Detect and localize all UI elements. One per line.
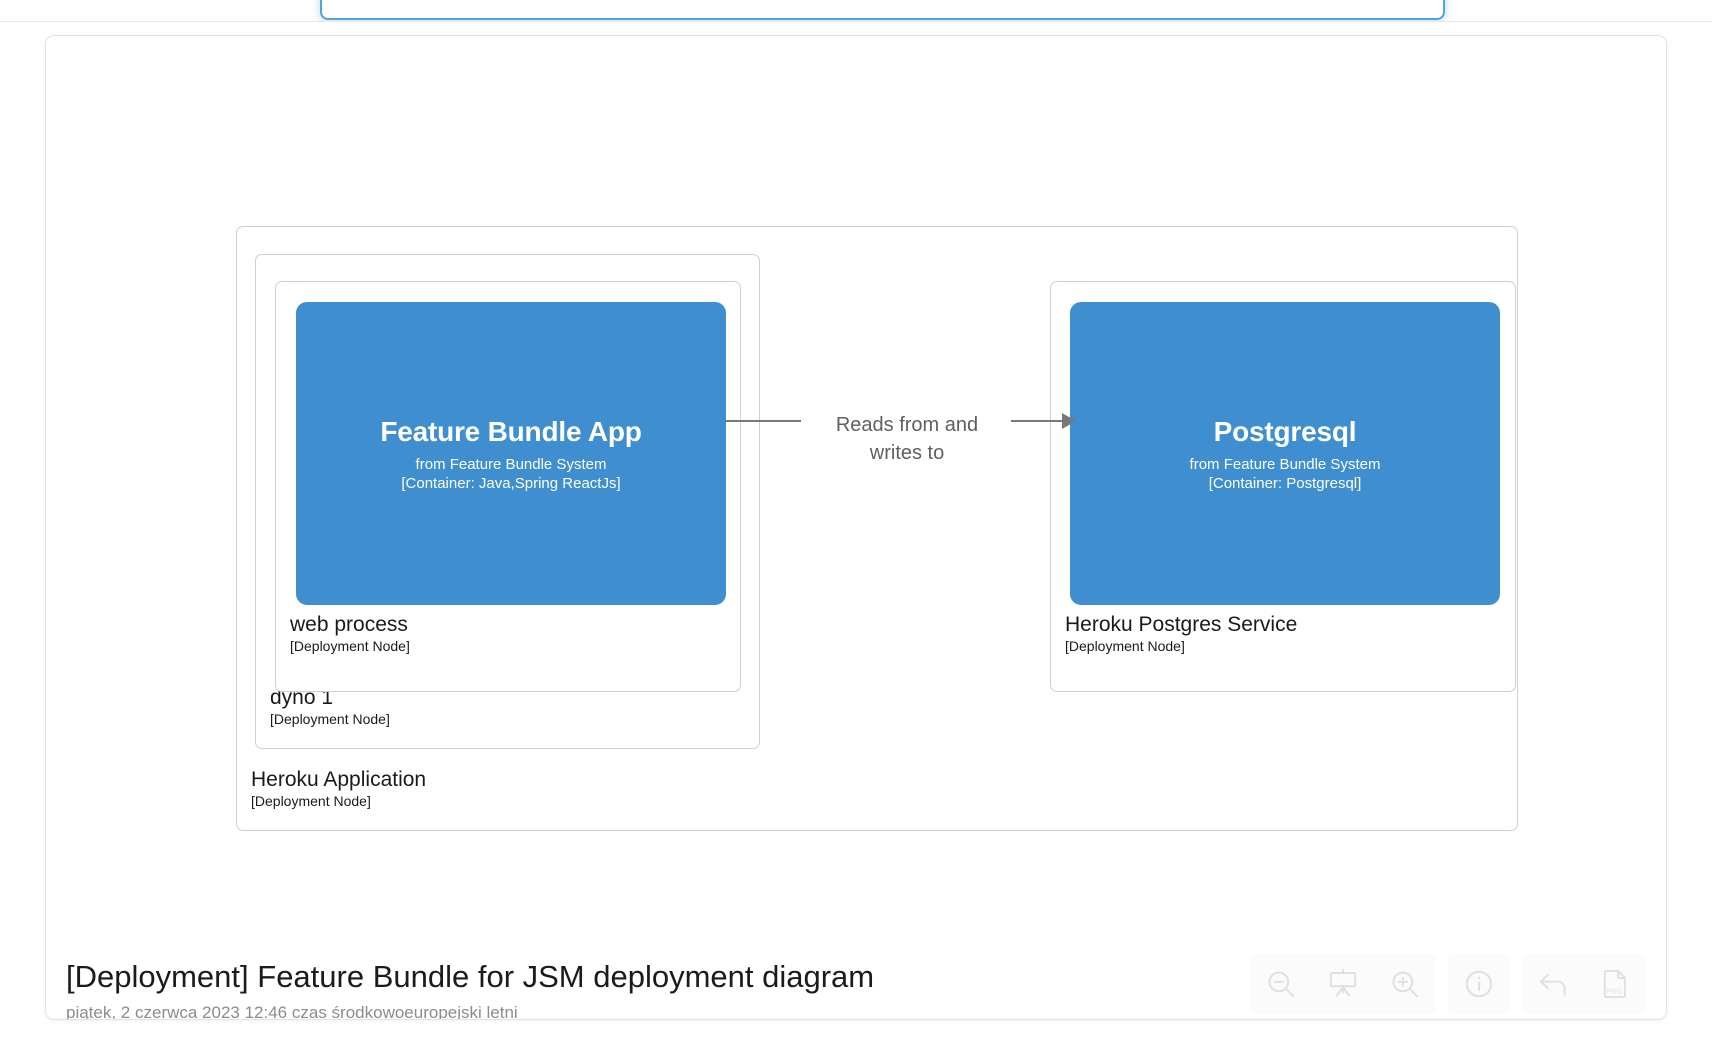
node-type: [Deployment Node]: [1065, 638, 1185, 654]
back-button[interactable]: [1522, 954, 1584, 1014]
png-export-icon: PNG: [1598, 967, 1632, 1001]
container-title: Postgresql: [1213, 415, 1357, 447]
toolbar-group-info: [1448, 954, 1510, 1014]
png-export-button[interactable]: PNG: [1584, 954, 1646, 1014]
container-title: Feature Bundle App: [380, 415, 642, 447]
zoom-in-button[interactable]: [1374, 954, 1436, 1014]
container-subtitle: from Feature Bundle System: [1189, 455, 1381, 473]
node-name: Heroku Postgres Service: [1065, 613, 1298, 636]
svg-text:PNG: PNG: [1606, 986, 1622, 995]
back-arrow-icon: [1536, 967, 1570, 1001]
info-icon: [1462, 967, 1496, 1001]
relationship-line-right: [1011, 420, 1067, 422]
deployment-node-web-process-label: web process [Deployment Node]: [290, 612, 410, 655]
deployment-node-heroku-postgres-service-label: Heroku Postgres Service [Deployment Node…: [1065, 612, 1297, 655]
relationship-label: Reads from and writes to: [835, 414, 979, 464]
node-name: web process: [290, 613, 408, 636]
zoom-out-button[interactable]: [1250, 954, 1312, 1014]
node-type: [Deployment Node]: [251, 793, 371, 809]
focused-search-bar[interactable]: [320, 0, 1445, 20]
fit-to-screen-button[interactable]: [1312, 954, 1374, 1014]
top-divider: [0, 21, 1712, 22]
diagram-card: Heroku Application [Deployment Node] dyn…: [45, 35, 1667, 1020]
node-type: [Deployment Node]: [270, 711, 390, 727]
fit-to-screen-icon: [1326, 967, 1360, 1001]
zoom-out-icon: [1264, 967, 1298, 1001]
node-type: [Deployment Node]: [290, 638, 410, 654]
container-postgresql[interactable]: Postgresql from Feature Bundle System [C…: [1070, 302, 1500, 605]
toolbar-group-actions: PNG: [1522, 954, 1646, 1014]
relationship-line-left: [726, 420, 801, 422]
deployment-node-heroku-application-label: Heroku Application [Deployment Node]: [251, 767, 426, 810]
node-name: Heroku Application: [251, 768, 427, 791]
diagram-timestamp: piątek, 2 czerwca 2023 12:46 czas środko…: [66, 1003, 518, 1020]
top-strip: [0, 0, 1712, 22]
info-button[interactable]: [1448, 954, 1510, 1014]
container-feature-bundle-app[interactable]: Feature Bundle App from Feature Bundle S…: [296, 302, 726, 605]
diagram-canvas[interactable]: Heroku Application [Deployment Node] dyn…: [46, 36, 1666, 886]
container-subtitle: from Feature Bundle System: [415, 455, 607, 473]
relationship-arrowhead: [1062, 413, 1076, 429]
zoom-in-icon: [1388, 967, 1422, 1001]
diagram-toolbar[interactable]: PNG: [1238, 954, 1646, 1014]
diagram-footer: [Deployment] Feature Bundle for JSM depl…: [46, 886, 1666, 1020]
diagram-title: [Deployment] Feature Bundle for JSM depl…: [66, 959, 875, 994]
toolbar-group-zoom: [1250, 954, 1436, 1014]
container-technology: [Container: Postgresql]: [1208, 474, 1362, 492]
container-technology: [Container: Java,Spring ReactJs]: [401, 474, 621, 492]
